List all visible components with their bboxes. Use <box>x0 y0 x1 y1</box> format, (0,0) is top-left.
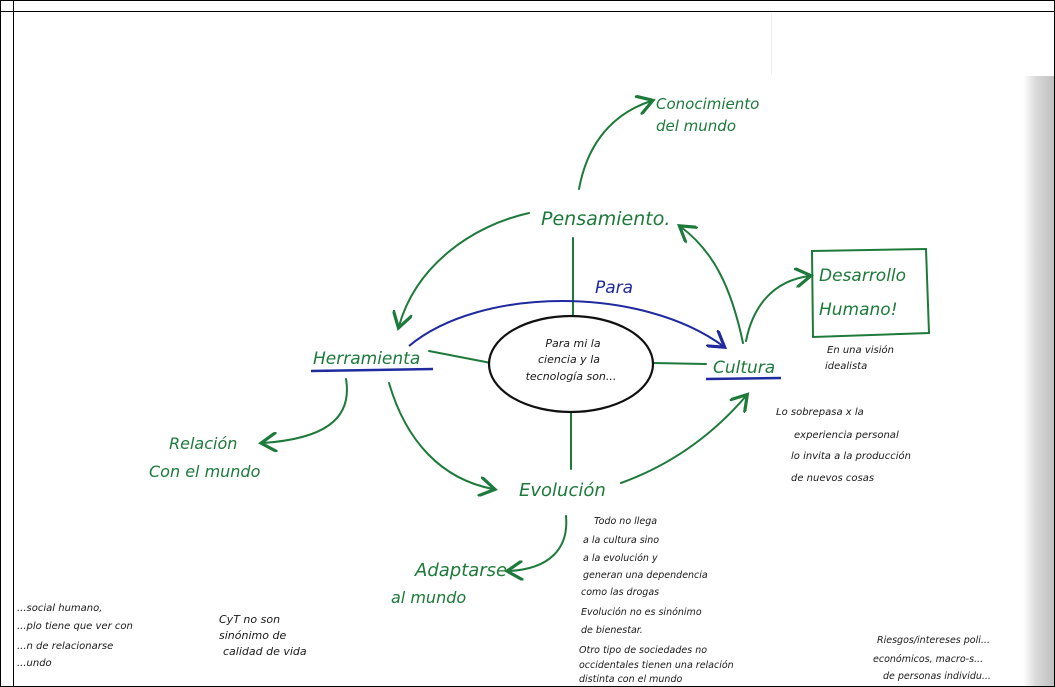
cultura-note-line-1: Lo sobrepasa x la <box>776 407 864 418</box>
evolucion-note-line-3: a la evolución y <box>583 553 658 564</box>
center-ellipse <box>487 314 655 414</box>
arrow-herramienta-to-relacion <box>263 378 348 443</box>
evolucion-note-line-10: distinta con el mundo <box>579 674 682 685</box>
center-line-2: ciencia y la <box>538 353 600 366</box>
center-line-1: Para mi la <box>545 337 600 350</box>
evolucion-note-line-9: occidentales tienen una relación <box>579 660 734 671</box>
arrow-herramienta-to-evolucion <box>388 382 493 489</box>
herramienta-underline <box>310 367 434 373</box>
cultura-note-line-3: lo invita a la producción <box>791 450 911 462</box>
arrow-pensamiento-to-conocimiento <box>578 101 651 190</box>
frame-top-line <box>1 11 1054 12</box>
scan-shadow <box>1023 76 1054 686</box>
paper-edge <box>771 13 1054 75</box>
cultura-note-line-2: experiencia personal <box>794 430 899 441</box>
cyt-note-line-2: sinónimo de <box>219 629 286 642</box>
evolucion-note-line-2: a la cultura sino <box>583 535 659 546</box>
node-evolucion: Evolución <box>519 480 606 501</box>
evolucion-note-line-4: generan una dependencia <box>583 570 708 581</box>
label-para: Para <box>595 278 633 298</box>
node-conocimiento-line-1: Conocimiento <box>656 95 759 113</box>
evolucion-note-line-8: Otro tipo de sociedades no <box>579 645 707 656</box>
node-relacion-line-1: Relación <box>169 434 237 453</box>
cultura-underline <box>705 376 782 381</box>
node-cultura: Cultura <box>713 358 775 378</box>
right-note-line-2: económicos, macro-s... <box>873 654 983 665</box>
node-herramienta: Herramienta <box>313 349 420 369</box>
left-note-line-1: ...social humano, <box>17 603 102 614</box>
frame-left-line <box>13 1 14 686</box>
arrow-pensamiento-to-herramienta <box>399 212 530 326</box>
desarrollo-box <box>810 247 931 339</box>
node-adaptarse-line-1: Adaptarse <box>414 560 507 581</box>
node-desarrollo-line-1: Desarrollo <box>819 266 906 286</box>
node-desarrollo-line-2: Humano! <box>819 300 898 320</box>
line-center-to-cultura <box>652 362 707 365</box>
arrow-cultura-to-desarrollo <box>745 276 809 342</box>
arrow-cultura-to-pensamiento <box>681 227 744 344</box>
cyt-note-line-1: CyT no son <box>219 613 280 626</box>
cyt-note-line-3: calidad de vida <box>223 645 307 658</box>
node-pensamiento: Pensamiento. <box>541 208 670 230</box>
node-adaptarse-line-2: al mundo <box>391 588 466 607</box>
evolucion-note-line-1: Todo no llega <box>594 516 657 527</box>
evolucion-note-line-6: Evolución no es sinónimo <box>581 607 702 618</box>
arrow-para-herramienta-to-cultura <box>408 300 723 346</box>
cultura-note-line-4: de nuevos cosas <box>791 473 874 484</box>
left-note-line-3: ...n de relacionarse <box>17 641 113 652</box>
evolucion-note-line-5: como las drogas <box>581 587 659 598</box>
right-note-line-1: Riesgos/intereses poli... <box>877 635 990 646</box>
center-line-3: tecnología son... <box>526 370 617 383</box>
node-relacion-line-2: Con el mundo <box>149 462 261 481</box>
right-note-line-3: de personas individu... <box>883 671 991 682</box>
desarrollo-note-line-1: En una visión <box>827 344 894 356</box>
arrow-evolucion-to-adaptarse <box>509 515 568 571</box>
line-herramienta-to-center <box>428 350 492 364</box>
left-note-line-4: ...undo <box>17 658 52 669</box>
evolucion-note-line-7: de bienestar. <box>581 625 643 636</box>
left-note-line-2: ...plo tiene que ver con <box>17 621 133 632</box>
desarrollo-note-line-2: idealista <box>825 361 867 372</box>
arrow-evolucion-to-cultura <box>620 396 746 484</box>
node-conocimiento-line-2: del mundo <box>656 117 736 135</box>
